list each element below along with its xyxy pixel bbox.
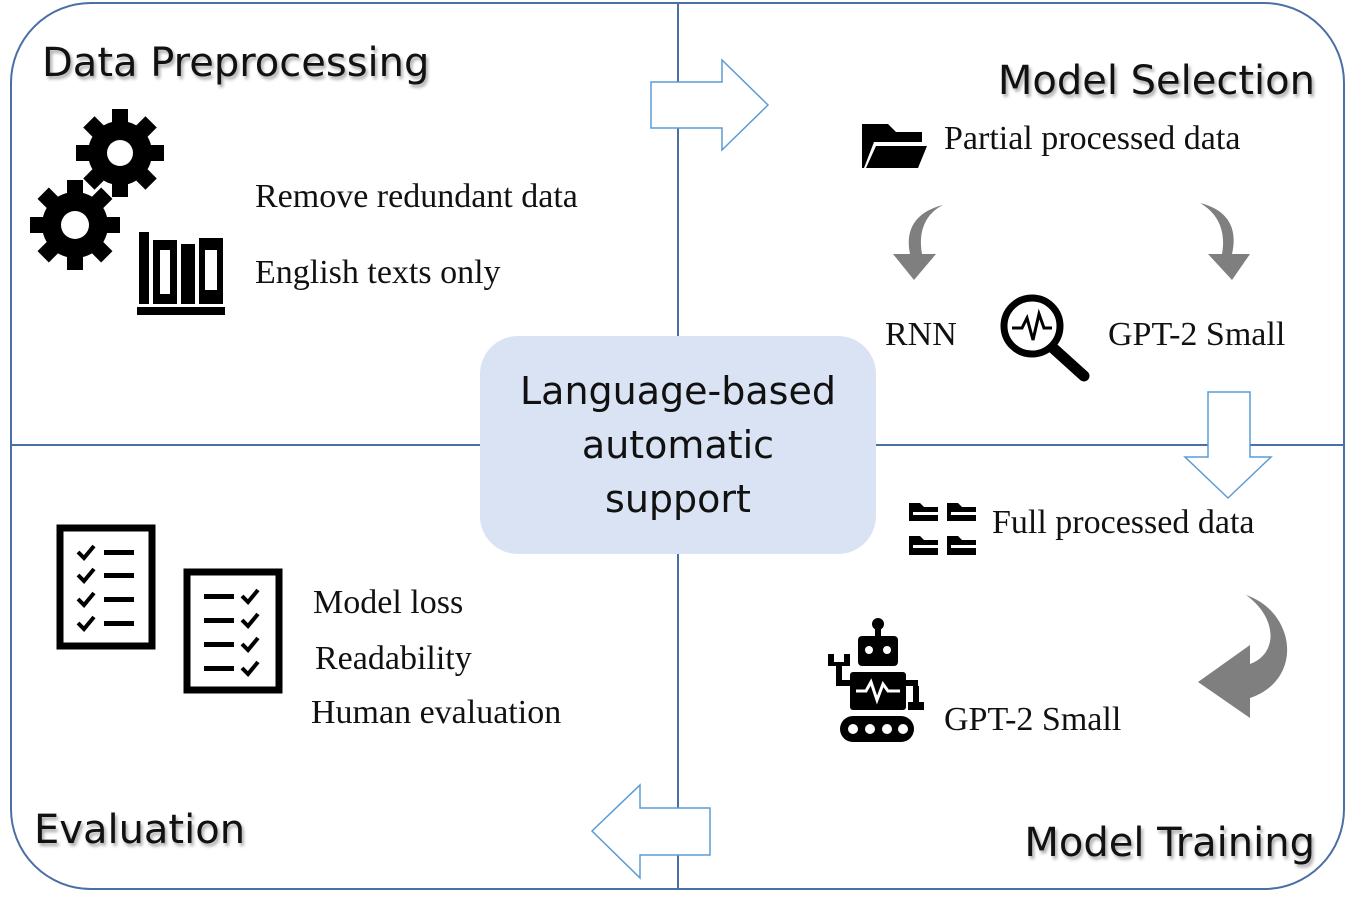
flow-arrow-right xyxy=(650,58,770,152)
evaluation-item: Human evaluation xyxy=(311,694,562,731)
model-training-title: Model Training xyxy=(1024,820,1315,866)
partial-data-label: Partial processed data xyxy=(944,120,1241,157)
flow-arrow-left xyxy=(590,783,711,880)
evaluation-item: Model loss xyxy=(313,584,464,621)
full-data-label: Full processed data xyxy=(992,504,1255,541)
preprocessing-item: Remove redundant data xyxy=(255,178,578,215)
center-line: support xyxy=(605,477,751,521)
model-selection-title: Model Selection xyxy=(997,58,1315,104)
checklist-icon xyxy=(183,568,283,694)
center-concept-box: Language-based automatic support xyxy=(480,336,876,554)
folders-icon xyxy=(909,503,978,555)
curved-arrow-left-icon xyxy=(893,205,943,280)
evaluation-item: Readability xyxy=(315,640,472,677)
folder-icon xyxy=(862,124,927,168)
robot-icon xyxy=(828,618,924,742)
candidate-rnn-label: RNN xyxy=(885,316,957,353)
preprocessing-item: English texts only xyxy=(255,254,501,291)
training-model-label: GPT-2 Small xyxy=(944,701,1122,738)
center-line: Language-based xyxy=(520,369,836,413)
curved-arrow-right-icon xyxy=(1200,203,1250,280)
magnifier-analytics-icon xyxy=(1000,294,1090,382)
curved-arrow-return-icon xyxy=(1198,595,1288,718)
candidate-gpt2-label: GPT-2 Small xyxy=(1108,316,1286,353)
flow-arrow-down xyxy=(1183,391,1273,500)
data-preprocessing-title: Data Preprocessing xyxy=(42,40,430,86)
evaluation-title: Evaluation xyxy=(34,807,246,853)
checklist-icon xyxy=(56,524,156,650)
books-icon xyxy=(137,232,225,315)
center-line: automatic xyxy=(581,423,775,467)
